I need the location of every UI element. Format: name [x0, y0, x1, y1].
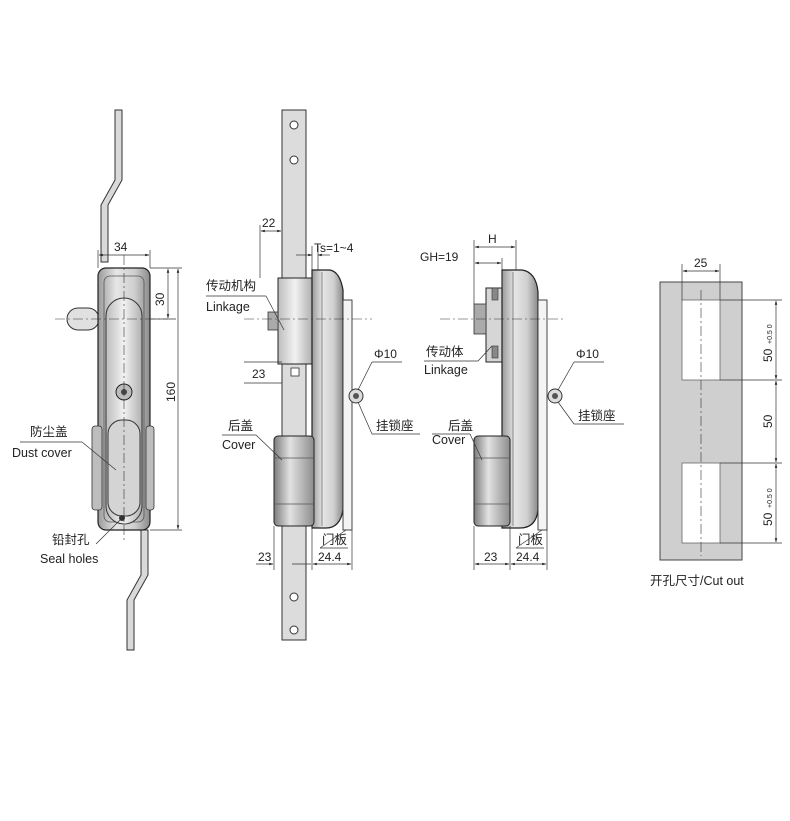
dim-30: 30 — [153, 292, 167, 306]
label-padlock-seat: 挂锁座 — [376, 418, 414, 433]
label-door-cn-2: 门板 — [518, 532, 544, 547]
cutout-caption: 开孔尺寸/Cut out — [650, 574, 744, 588]
dim-50c: 50 — [761, 512, 775, 526]
label-padlock-seat-2: 挂锁座 — [578, 408, 616, 423]
dust-cover-side — [91, 425, 103, 511]
dim-50c-tol: +0.5 0 — [767, 488, 774, 508]
seal-hole — [119, 515, 125, 521]
dim-50b: 50 — [761, 414, 775, 428]
label-cover-en: Cover — [222, 438, 255, 452]
label-linkage-cn: 传动机构 — [206, 278, 256, 293]
dim-160: 160 — [164, 382, 178, 402]
label-cover-cn: 后盖 — [228, 418, 253, 433]
dim-22: 22 — [262, 216, 276, 230]
linkage-block — [277, 277, 313, 365]
label-cover-en-2: Cover — [432, 433, 465, 447]
label-seal-holes-cn: 铅封孔 — [52, 532, 90, 547]
rear-cover — [273, 435, 315, 527]
label-door-cn: 门板 — [322, 532, 348, 547]
dim-23-upper: 23 — [252, 367, 266, 381]
dim-24-4: 24.4 — [318, 550, 342, 564]
view-cutout: 25 50 +0.5 0 50 50 +0.5 0 开孔尺寸/Cut out — [650, 256, 782, 588]
dust-cover-side-r — [145, 425, 155, 511]
dim-23-2: 23 — [484, 550, 498, 564]
label-dust-cover-cn: 防尘盖 — [30, 424, 68, 439]
label-linkage-body-en: Linkage — [424, 363, 468, 377]
rear-cover-2 — [473, 435, 511, 527]
dim-24-4-2: 24.4 — [516, 550, 540, 564]
door-panel-2 — [537, 299, 548, 531]
dim-h: H — [488, 232, 497, 246]
dim-50a: 50 — [761, 348, 775, 362]
lock-housing — [311, 269, 344, 529]
rod-lower — [126, 529, 149, 651]
view-side-linkage: 22 Ts=1~4 传动机构 Linkage 23 Φ10 挂锁座 后盖 Cov… — [206, 109, 420, 641]
label-linkage-body-cn: 传动体 — [426, 344, 464, 359]
dim-23: 23 — [258, 550, 272, 564]
door-panel — [342, 299, 353, 531]
view-front: 34 30 160 防尘盖 Dust cover 铅封孔 Seal holes — [12, 109, 182, 651]
view-side-compact: H GH=19 传动体 Linkage Φ10 挂锁座 后盖 Cover 门板 — [420, 232, 624, 570]
dim-34: 34 — [114, 240, 128, 254]
dim-gh: GH=19 — [420, 250, 459, 264]
label-cover-cn-2: 后盖 — [448, 418, 473, 433]
rod-upper — [100, 109, 123, 263]
label-linkage-en: Linkage — [206, 300, 250, 314]
dim-25: 25 — [694, 256, 708, 270]
keyhole-core — [121, 389, 127, 395]
dim-50a-tol: +0.5 0 — [767, 324, 774, 344]
label-seal-holes-en: Seal holes — [40, 552, 98, 566]
dim-ts: Ts=1~4 — [314, 241, 354, 255]
dim-phi-10: Φ10 — [374, 347, 397, 361]
label-dust-cover-en: Dust cover — [12, 446, 72, 460]
dim-phi-10-2: Φ10 — [576, 347, 599, 361]
leader-seal-holes — [95, 519, 121, 545]
